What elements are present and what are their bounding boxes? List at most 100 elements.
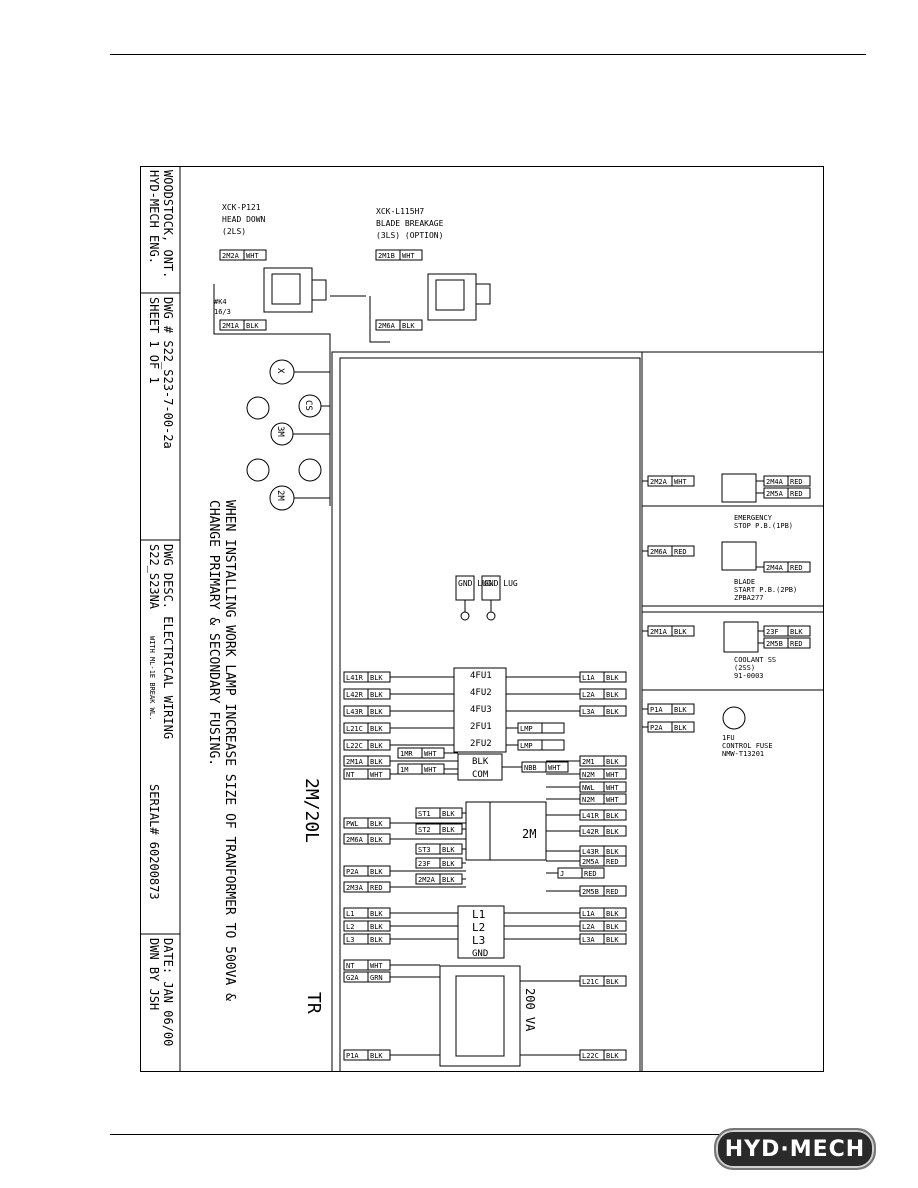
drawing-sheet: HYD-MECH ENG. WOODSTOCK, ONT. SHEET 1 OF… <box>140 166 824 1073</box>
wire-color: RED <box>790 564 803 572</box>
svg-text:1FU: 1FU <box>722 734 735 742</box>
wire-number: P1A <box>346 1052 359 1060</box>
svg-text:NMW-T13201: NMW-T13201 <box>722 750 764 758</box>
wire-color: WHT <box>370 771 383 779</box>
fuse-4fu1: 4FU1 <box>470 671 492 681</box>
wire-number: L1A <box>582 910 595 918</box>
wire-number: 2M1B <box>378 252 395 260</box>
wire-label-far: 2M1A BLK <box>642 625 695 637</box>
line-terminal: L1 L2 L3 GND <box>457 905 505 959</box>
wire-color: WHT <box>548 764 561 772</box>
drawn-by: DWN BY JSH <box>147 938 161 1010</box>
head-down-part: XCK-P121 <box>222 203 261 212</box>
wire-number: P1A <box>650 706 663 714</box>
gnd-lug-2: GND LUG <box>484 579 518 588</box>
svg-text:(2SS): (2SS) <box>734 664 755 672</box>
wire-color: BLK <box>606 758 619 766</box>
wire-color: BLK <box>442 846 455 854</box>
wire-color: BLK <box>606 923 619 931</box>
wire-number: LMP <box>520 725 533 733</box>
wire-color: RED <box>790 478 803 486</box>
wire-number: NT <box>346 771 355 779</box>
wire-number: L2A <box>582 691 595 699</box>
svg-text:X: X <box>275 368 285 374</box>
wire-number: L43R <box>582 848 600 856</box>
transformer: 200 VA <box>439 965 537 1067</box>
pushbutton-notes: EMERGENCY STOP P.B.(1PB) BLADE START P.B… <box>642 473 824 758</box>
contactor-label: 2M/20L <box>301 778 322 843</box>
motor-connections <box>246 342 331 511</box>
wire-color: BLK <box>606 910 619 918</box>
wire-label-right: L1A BLK <box>506 671 627 683</box>
transformer-va: 200 VA <box>523 988 537 1032</box>
wire-number: P2A <box>346 868 359 876</box>
wire-color: RED <box>790 640 803 648</box>
wire-number: 2M4A <box>766 564 784 572</box>
wire-label-right: LMP <box>506 722 565 734</box>
wire-number: L3A <box>582 936 595 944</box>
wire-color: BLK <box>674 628 687 636</box>
wire-number: 23F <box>418 860 431 868</box>
cable-gauge: 16/3 <box>214 308 231 316</box>
wire-color: WHT <box>674 478 687 486</box>
head-down-switch <box>263 267 313 313</box>
svg-text:CS: CS <box>303 400 313 411</box>
wire-number: 2M6A <box>650 548 668 556</box>
note-line-2: CHANGE PRIMARY & SECONDARY FUSING. <box>206 500 221 766</box>
wire-number: 2M5B <box>582 888 599 896</box>
wire-number: 23F <box>766 628 779 636</box>
wire-number: L42R <box>582 828 600 836</box>
wire-label-far: P1A BLK <box>642 703 695 715</box>
wire-label-far: 2M5B RED <box>758 637 811 649</box>
svg-text:L3: L3 <box>472 934 485 947</box>
wire-number: L2 <box>346 923 354 931</box>
wire-color: BLK <box>674 706 687 714</box>
wire-number: L1A <box>582 674 595 682</box>
drawing-date: DATE: JAN 06/00 <box>161 938 175 1046</box>
wire-label-far: 2M4A RED <box>756 561 811 573</box>
wire-color: BLK <box>442 876 455 884</box>
wire-number: NBB <box>524 764 537 772</box>
wire-number: 2M2A <box>222 252 240 260</box>
limit-switches: XCK-P121 HEAD DOWN (2LS) XCK-L115H7 BLAD… <box>213 203 491 344</box>
wire-number: L21C <box>346 725 363 733</box>
company-name: HYD-MECH ENG. <box>147 170 161 264</box>
company-location: WOODSTOCK, ONT. <box>161 170 175 278</box>
fuse-2fu2: 2FU2 <box>470 739 492 749</box>
wire-color: BLK <box>370 936 383 944</box>
title-block: HYD-MECH ENG. WOODSTOCK, ONT. SHEET 1 OF… <box>147 170 175 1046</box>
wire-number: 2M5B <box>766 640 783 648</box>
head-down-label: HEAD DOWN <box>222 215 266 224</box>
wire-color: RED <box>584 870 597 878</box>
svg-text:CONTROL FUSE: CONTROL FUSE <box>722 742 773 750</box>
wire-number: 1MR <box>400 750 413 758</box>
wire-color: BLK <box>402 322 415 330</box>
wire-color: WHT <box>606 784 619 792</box>
svg-text:ZPBA277: ZPBA277 <box>734 594 764 602</box>
wire-color: BLK <box>246 322 259 330</box>
wire-number: L2A <box>582 923 595 931</box>
wire-color: BLK <box>606 674 619 682</box>
svg-text:L1: L1 <box>472 908 485 921</box>
svg-text:STOP P.B.(1PB): STOP P.B.(1PB) <box>734 522 793 530</box>
wire-color: RED <box>790 490 803 498</box>
wire-number: 2M1A <box>650 628 668 636</box>
sheet-number: SHEET 1 OF 1 <box>147 297 161 384</box>
svg-text:3M: 3M <box>275 426 285 437</box>
wire-number: J <box>560 870 564 878</box>
